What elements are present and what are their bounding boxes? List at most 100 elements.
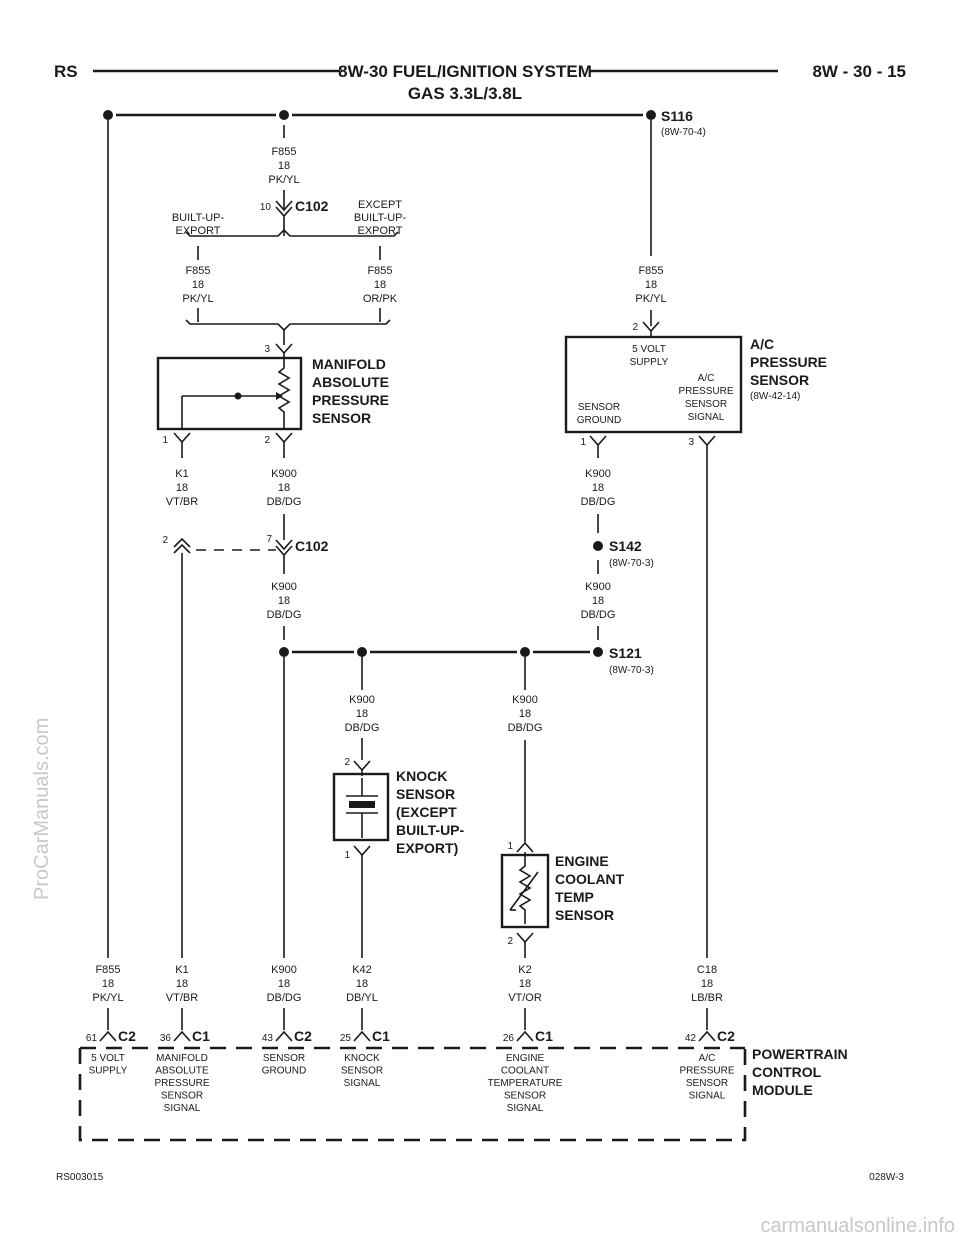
wire-label: PK/YL bbox=[635, 293, 666, 305]
ect-pin-top: 1 bbox=[507, 841, 513, 852]
pin-chevron bbox=[353, 845, 371, 857]
wire-label: DB/DG bbox=[581, 496, 616, 508]
pcm-pin-label: PRESSURE bbox=[154, 1078, 209, 1089]
wire-label: DB/DG bbox=[267, 609, 302, 621]
branch-brace-top bbox=[185, 228, 399, 237]
wire-label: K2 bbox=[518, 964, 531, 976]
pcm-pin-number: 43 bbox=[262, 1033, 274, 1044]
ect-sensor-title: SENSOR bbox=[555, 907, 614, 923]
ect-sensor-title: TEMP bbox=[555, 889, 594, 905]
wire-label: OR/PK bbox=[363, 293, 398, 305]
wire-label: F855 bbox=[185, 265, 210, 277]
pcm-pin-label: MANIFOLD bbox=[156, 1053, 208, 1064]
pcm-pin-label: SENSOR bbox=[263, 1053, 305, 1064]
pcm-pin-label: SIGNAL bbox=[689, 1091, 726, 1102]
connector-chevron bbox=[173, 537, 191, 548]
pcm-connector-name: C2 bbox=[717, 1028, 735, 1044]
pcm-pin-label: GROUND bbox=[262, 1066, 306, 1077]
splice-s116-label: S116 bbox=[661, 108, 693, 124]
pcm-pin-number: 36 bbox=[160, 1033, 172, 1044]
knock-sensor-box bbox=[332, 772, 390, 842]
wire-label: 18 bbox=[592, 482, 604, 494]
header-right: 8W - 30 - 15 bbox=[812, 62, 906, 81]
potentiometer-icon bbox=[277, 362, 291, 428]
wire-label: 18 bbox=[176, 978, 188, 990]
map-sensor-title: PRESSURE bbox=[312, 392, 389, 408]
wire-label: DB/DG bbox=[267, 496, 302, 508]
map-pin-left: 1 bbox=[162, 435, 168, 446]
branch-label-right: BUILT-UP- bbox=[354, 212, 407, 224]
ect-sensor-title: ENGINE bbox=[555, 853, 609, 869]
pcm-dashed-outline bbox=[78, 1048, 747, 1142]
wire-label: VT/BR bbox=[166, 992, 198, 1004]
splice-s116-ref: (8W-70-4) bbox=[661, 127, 706, 138]
wire-label: 18 bbox=[192, 279, 204, 291]
pcm-pin-label: SIGNAL bbox=[507, 1103, 544, 1114]
wire-label: PK/YL bbox=[268, 174, 299, 186]
splice-s121-label: S121 bbox=[609, 645, 642, 661]
pcm-connector-name: C1 bbox=[192, 1028, 210, 1044]
pcm-pin-number: 42 bbox=[685, 1033, 697, 1044]
splice-s121-ref: (8W-70-3) bbox=[609, 665, 654, 676]
branch-label-right: EXPORT bbox=[357, 225, 402, 237]
wire-label: K900 bbox=[271, 964, 297, 976]
connector-chevron bbox=[275, 539, 293, 551]
wire-label: 18 bbox=[356, 978, 368, 990]
pin-chevron bbox=[275, 343, 293, 355]
wire-label: DB/DG bbox=[581, 609, 616, 621]
map-sensor-title: ABSOLUTE bbox=[312, 374, 389, 390]
ac-sensor-title: PRESSURE bbox=[750, 354, 827, 370]
ect-sensor: 1 2 ENGINE COOLANT TEMP SENSOR bbox=[500, 841, 625, 947]
pin-chevron bbox=[698, 435, 716, 447]
wire-label: PK/YL bbox=[182, 293, 213, 305]
wire-label: 18 bbox=[592, 595, 604, 607]
ac-sensor-ref: (8W-42-14) bbox=[750, 391, 800, 402]
header-left: RS bbox=[54, 62, 78, 81]
splice-dot bbox=[279, 647, 289, 657]
pcm-pin-label: A/C bbox=[699, 1053, 716, 1064]
footer-left: RS003015 bbox=[56, 1172, 104, 1183]
ac-ground-label: GROUND bbox=[577, 415, 621, 426]
thermistor-arrow bbox=[509, 871, 539, 911]
pcm-pin-number: 61 bbox=[86, 1033, 98, 1044]
wire-label: 18 bbox=[519, 708, 531, 720]
pcm-pin-label: PRESSURE bbox=[679, 1066, 734, 1077]
ac-supply-label: 5 VOLT bbox=[632, 344, 666, 355]
pcm-pin-label: SENSOR bbox=[686, 1078, 728, 1089]
connector-chevron bbox=[275, 545, 293, 557]
map-pin-right: 2 bbox=[264, 435, 270, 446]
ac-signal-label: PRESSURE bbox=[678, 386, 733, 397]
branch-label-left: BUILT-UP- bbox=[172, 212, 225, 224]
page-header: RS 8W-30 FUEL/IGNITION SYSTEM 8W - 30 - … bbox=[54, 62, 906, 103]
ac-ground-label: SENSOR bbox=[578, 402, 620, 413]
pcm-title: MODULE bbox=[752, 1082, 813, 1098]
connector-pin: 7 bbox=[266, 534, 272, 545]
wire-label: 18 bbox=[278, 482, 290, 494]
pcm-pin-label: KNOCK bbox=[344, 1053, 380, 1064]
pcm-pin-label: 5 VOLT bbox=[91, 1053, 125, 1064]
pin-chevron bbox=[516, 932, 534, 944]
pcm-connector-name: C1 bbox=[535, 1028, 553, 1044]
knock-sensor-title: (EXCEPT bbox=[396, 804, 457, 820]
pcm-pin-label: SIGNAL bbox=[164, 1103, 201, 1114]
splice-s142-ref: (8W-70-3) bbox=[609, 558, 654, 569]
wire-label: 18 bbox=[278, 595, 290, 607]
splice-s142-label: S142 bbox=[609, 538, 642, 554]
wire-label: 18 bbox=[278, 160, 290, 172]
map-sensor-title: MANIFOLD bbox=[312, 356, 386, 372]
pcm-wire-labels: F855 18 PK/YL K1 18 VT/BR K900 18 DB/DG … bbox=[92, 964, 723, 1004]
ect-sensor-title: COOLANT bbox=[555, 871, 625, 887]
connector-pin: 2 bbox=[162, 535, 168, 546]
splice-dot bbox=[357, 647, 367, 657]
ac-pin-left: 1 bbox=[580, 437, 586, 448]
ac-supply-label: SUPPLY bbox=[630, 357, 669, 368]
knock-sensor-title: EXPORT) bbox=[396, 840, 458, 856]
c102-mid-connector: 2 7 C102 bbox=[162, 534, 329, 557]
wire-label: K1 bbox=[175, 468, 188, 480]
wire-label: DB/YL bbox=[346, 992, 378, 1004]
map-pin-top: 3 bbox=[264, 344, 270, 355]
wire-label: 18 bbox=[519, 978, 531, 990]
